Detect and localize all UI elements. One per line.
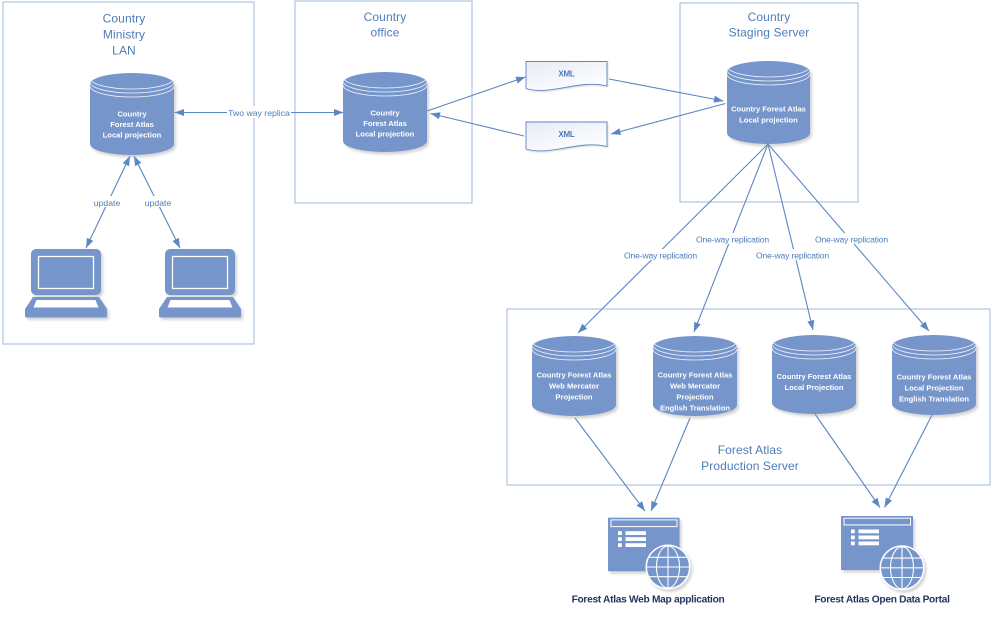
svg-text:update: update <box>145 198 172 208</box>
svg-text:English Translation: English Translation <box>660 404 730 413</box>
svg-text:One-way replication: One-way replication <box>756 251 829 261</box>
svg-text:Production Server: Production Server <box>701 459 799 473</box>
svg-text:XML: XML <box>558 70 575 79</box>
svg-text:office: office <box>370 26 399 40</box>
svg-text:Projection: Projection <box>676 393 713 402</box>
svg-text:Web Mercator: Web Mercator <box>549 382 599 391</box>
svg-text:Two way replica: Two way replica <box>228 108 290 118</box>
svg-text:XML: XML <box>558 130 575 139</box>
svg-text:Country Forest Atlas: Country Forest Atlas <box>537 371 612 380</box>
svg-text:Country: Country <box>103 12 146 26</box>
svg-text:English Translation: English Translation <box>899 395 969 404</box>
svg-text:Country: Country <box>748 10 791 24</box>
svg-text:Local Projection: Local Projection <box>904 384 963 393</box>
svg-text:One-way replication: One-way replication <box>696 235 769 245</box>
svg-text:Local projection: Local projection <box>356 130 415 139</box>
svg-text:Country: Country <box>370 109 400 118</box>
svg-text:Forest Atlas: Forest Atlas <box>110 120 154 129</box>
svg-text:Local projection: Local projection <box>103 130 162 139</box>
svg-text:Ministry: Ministry <box>103 28 145 42</box>
svg-text:LAN: LAN <box>112 44 136 58</box>
svg-text:Projection: Projection <box>555 393 592 402</box>
svg-text:Country: Country <box>364 10 407 24</box>
svg-text:update: update <box>94 198 121 208</box>
svg-text:Forest Atlas Open Data Portal: Forest Atlas Open Data Portal <box>814 595 950 606</box>
svg-text:Local projection: Local projection <box>739 116 798 125</box>
svg-text:Country Forest Atlas: Country Forest Atlas <box>731 105 806 114</box>
svg-text:Forest Atlas Web Map applicati: Forest Atlas Web Map application <box>572 595 725 606</box>
svg-text:Staging Server: Staging Server <box>729 26 810 40</box>
svg-text:Country Forest Atlas: Country Forest Atlas <box>897 373 972 382</box>
svg-text:Country: Country <box>117 109 147 118</box>
svg-text:Forest Atlas: Forest Atlas <box>363 119 407 128</box>
svg-text:Forest Atlas: Forest Atlas <box>718 443 783 457</box>
svg-text:Web Mercator: Web Mercator <box>670 382 720 391</box>
svg-text:Country Forest Atlas: Country Forest Atlas <box>777 372 852 381</box>
svg-text:Country Forest Atlas: Country Forest Atlas <box>658 371 733 380</box>
svg-text:Local Projection: Local Projection <box>784 383 843 392</box>
svg-text:One-way replication: One-way replication <box>624 251 697 261</box>
svg-text:One-way replication: One-way replication <box>815 235 888 245</box>
